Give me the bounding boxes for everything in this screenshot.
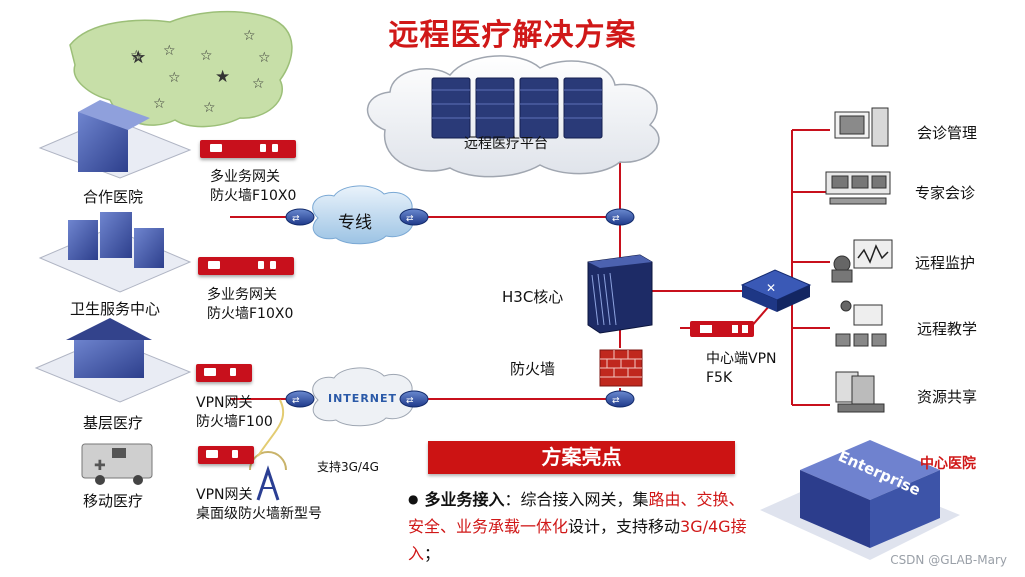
expert-consult-icon bbox=[825, 171, 891, 205]
svg-text:☆: ☆ bbox=[130, 48, 143, 64]
svg-text:☆: ☆ bbox=[243, 28, 256, 44]
svg-text:⇄: ⇄ bbox=[406, 214, 414, 224]
site-icons: ✚ bbox=[34, 100, 192, 485]
svg-text:⇄: ⇄ bbox=[406, 396, 414, 406]
cooperative-hospital-icon bbox=[38, 100, 192, 179]
device-bar-3 bbox=[196, 364, 252, 382]
bullet-dot: ● bbox=[408, 492, 419, 506]
service-label-consult-management: 会诊管理 bbox=[917, 124, 978, 142]
device-4-line2: 桌面级防火墙新型号 bbox=[196, 506, 322, 522]
site-label-mobile-care: 移动医疗 bbox=[83, 492, 144, 510]
svg-text:⇄: ⇄ bbox=[612, 214, 620, 224]
device-2-line1: 多业务网关 bbox=[207, 287, 277, 303]
device-label-1: 多业务网关 防火墙F10X0 bbox=[210, 168, 296, 206]
internet-label: INTERNET bbox=[328, 392, 398, 405]
svg-text:☆: ☆ bbox=[252, 76, 265, 92]
site-label-cooperative-hospital: 合作医院 bbox=[83, 188, 144, 206]
service-label-resource-sharing: 资源共享 bbox=[917, 388, 978, 406]
svg-text:☆: ☆ bbox=[203, 100, 216, 116]
vpn-center-line1: 中心端VPN bbox=[706, 351, 777, 367]
device-label-3: VPN网关 防火墙F100 bbox=[196, 394, 273, 432]
device-bar-1 bbox=[200, 140, 296, 158]
device-3-line2: 防火墙F100 bbox=[196, 414, 273, 430]
highlights-body: ● 多业务接入：综合接入网关，集路由、交换、安全、业务承载一体化设计，支持移动3G… bbox=[408, 486, 748, 567]
device-1-line1: 多业务网关 bbox=[210, 169, 280, 185]
service-label-expert-consult: 专家会诊 bbox=[915, 184, 976, 202]
remote-monitoring-icon bbox=[831, 239, 893, 283]
site-label-health-center: 卫生服务中心 bbox=[70, 300, 161, 318]
center-router: ✕ bbox=[740, 269, 812, 312]
svg-text:☆: ☆ bbox=[258, 50, 271, 66]
svg-text:⇄: ⇄ bbox=[612, 396, 620, 406]
center-vpn-device bbox=[690, 321, 754, 337]
device-3-line1: VPN网关 bbox=[196, 395, 253, 411]
platform-label: 远程医疗平台 bbox=[464, 136, 548, 152]
svg-text:☆: ☆ bbox=[163, 43, 176, 59]
primary-care-icon bbox=[34, 318, 192, 403]
site-label-primary-care: 基层医疗 bbox=[83, 414, 144, 432]
vpn-center-label: 中心端VPN F5K bbox=[706, 350, 777, 388]
svg-text:☆: ☆ bbox=[200, 48, 213, 64]
svg-text:✕: ✕ bbox=[766, 281, 776, 295]
device-4-line1: VPN网关 bbox=[196, 487, 253, 503]
svg-text:☆: ☆ bbox=[132, 50, 145, 66]
svg-text:✚: ✚ bbox=[94, 458, 106, 474]
device-bar-2 bbox=[198, 257, 294, 275]
remote-teaching-icon bbox=[835, 300, 887, 347]
core-switch-label: H3C核心 bbox=[502, 288, 564, 306]
watermark: CSDN @GLAB-Mary bbox=[890, 553, 1007, 567]
core-switch bbox=[587, 254, 653, 334]
service-icons bbox=[825, 107, 893, 413]
firewall-label: 防火墙 bbox=[510, 360, 556, 378]
device-1-line2: 防火墙F10X0 bbox=[210, 188, 297, 204]
server-cluster bbox=[431, 77, 603, 139]
highlight-text-2: 设计，支持移动 bbox=[568, 517, 681, 536]
center-hospital-building: Enterprise bbox=[760, 440, 960, 560]
resource-sharing-icon bbox=[835, 371, 885, 413]
svg-text:☆: ☆ bbox=[153, 96, 166, 112]
svg-text:☆: ☆ bbox=[168, 70, 181, 86]
vpn-center-line2: F5K bbox=[706, 370, 733, 386]
svg-text:⇄: ⇄ bbox=[292, 214, 300, 224]
region-map: ☆ ☆ ☆ ☆ ☆ ☆ ☆ ☆ ☆ ☆ ★ bbox=[69, 10, 293, 128]
device-2-line2: 防火墙F10X0 bbox=[207, 306, 294, 322]
center-hospital-label: 中心医院 bbox=[920, 456, 976, 472]
svg-text:★: ★ bbox=[215, 67, 230, 87]
service-label-remote-monitoring: 远程监护 bbox=[915, 254, 976, 272]
health-center-icon bbox=[38, 212, 192, 293]
dedicated-line-label: 专线 bbox=[338, 213, 372, 233]
highlight-text-3: ； bbox=[424, 544, 441, 563]
service-label-remote-teaching: 远程教学 bbox=[917, 320, 978, 338]
highlights-title: 方案亮点 bbox=[428, 441, 735, 474]
highlight-text-1: ：综合接入网关，集 bbox=[504, 490, 649, 509]
highlight-lead: 多业务接入 bbox=[424, 490, 505, 509]
device-label-4: VPN网关 桌面级防火墙新型号 bbox=[196, 486, 322, 524]
page-title: 远程医疗解决方案 bbox=[388, 18, 637, 53]
device-bar-4 bbox=[198, 446, 254, 464]
router-icons: ⇄ ⇄ ⇄ ⇄ ⇄ ⇄ bbox=[285, 208, 635, 408]
ambulance-icon: ✚ bbox=[81, 443, 153, 485]
highlight-red-1: 路由、交换、安全、业务承载一体化 bbox=[408, 490, 745, 536]
firewall-brick bbox=[599, 349, 643, 387]
svg-text:⇄: ⇄ bbox=[292, 396, 300, 406]
device-label-2: 多业务网关 防火墙F10X0 bbox=[207, 286, 293, 324]
highlight-red-2: 3G/4G接入 bbox=[408, 517, 747, 563]
support-3g4g-label: 支持3G/4G bbox=[317, 460, 379, 474]
consult-management-icon bbox=[834, 107, 889, 147]
